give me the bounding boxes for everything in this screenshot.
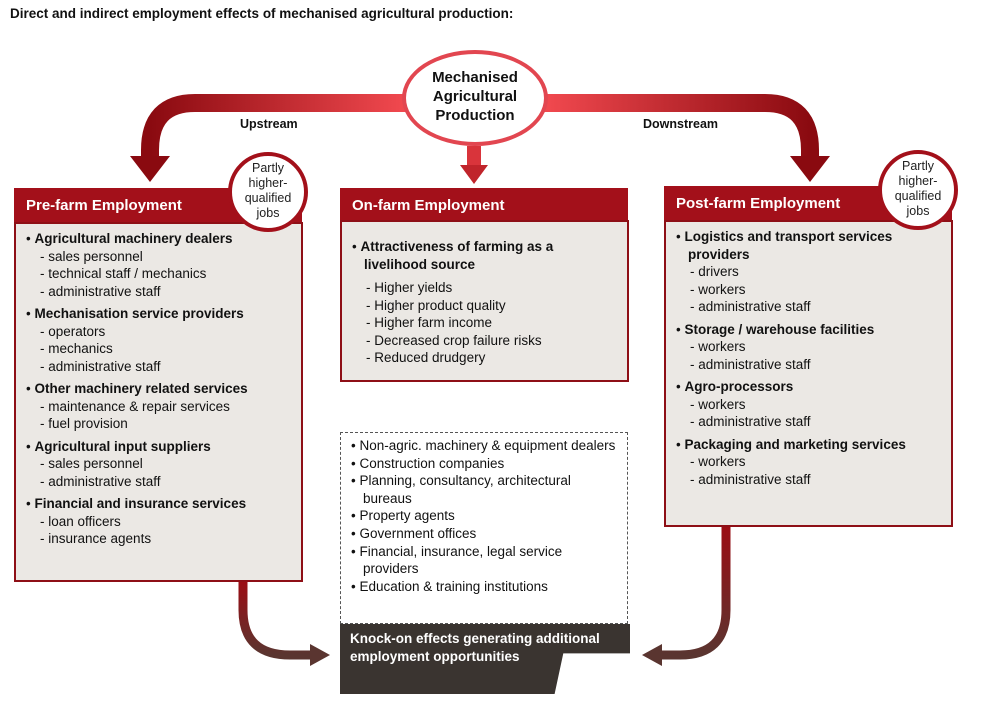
knockon-left-arrow — [238, 582, 312, 660]
category-heading: Agro-processors — [676, 378, 943, 396]
center-line: Production — [435, 107, 515, 124]
job-item: insurance agents — [26, 530, 293, 548]
category-group: Storage / warehouse facilitiesworkersadm… — [676, 321, 943, 374]
category-group: Mechanisation service providersoperators… — [26, 305, 293, 375]
center-line: Mechanised — [432, 69, 518, 86]
badge-line: Partly — [252, 161, 284, 175]
job-item: administrative staff — [676, 298, 943, 316]
category-heading: Other machinery related services — [26, 380, 293, 398]
job-item: administrative staff — [676, 471, 943, 489]
knockon-right-arrow — [660, 527, 731, 660]
upstream-arrow — [141, 94, 410, 158]
center-line: Agricultural — [432, 88, 518, 105]
job-item: Decreased crop failure risks — [352, 332, 619, 350]
job-item: administrative staff — [26, 358, 293, 376]
knockon-item: Government offices — [351, 525, 621, 543]
job-item: fuel provision — [26, 415, 293, 433]
knockon-list: Non-agric. machinery & equipment dealers… — [340, 432, 628, 624]
job-item: Higher product quality — [352, 297, 619, 315]
postfarm-box: Logistics and transport services provide… — [664, 220, 953, 527]
badge-line: qualified — [244, 191, 292, 205]
category-group: Agro-processorsworkersadministrative sta… — [676, 378, 943, 431]
category-group: Other machinery related servicesmaintena… — [26, 380, 293, 433]
onfarm-arrow — [467, 146, 481, 166]
mechanised-production-node: Mechanised Agricultural Production — [402, 50, 548, 146]
badge-line: qualified — [894, 189, 942, 203]
job-item: Reduced drudgery — [352, 349, 619, 367]
badge-line: jobs — [906, 204, 930, 218]
job-item: maintenance & repair services — [26, 398, 293, 416]
downstream-arrow — [540, 94, 819, 158]
prefarm-box: Agricultural machinery dealerssales pers… — [14, 222, 303, 582]
knockon-item: Construction companies — [351, 455, 621, 473]
job-item: loan officers — [26, 513, 293, 531]
job-item: workers — [676, 338, 943, 356]
job-item: sales personnel — [26, 248, 293, 266]
category-heading: Logistics and transport services provide… — [676, 228, 943, 263]
category-heading: Mechanisation service providers — [26, 305, 293, 323]
category-group: Agricultural input supplierssales person… — [26, 438, 293, 491]
category-heading: Financial and insurance services — [26, 495, 293, 513]
category-heading: Attractiveness of farming as a livelihoo… — [352, 238, 619, 273]
job-item: operators — [26, 323, 293, 341]
knockon-item: Financial, insurance, legal service prov… — [351, 543, 621, 578]
category-heading: Packaging and marketing services — [676, 436, 943, 454]
badge-line: higher- — [248, 176, 288, 190]
category-group: Logistics and transport services provide… — [676, 228, 943, 316]
job-item: workers — [676, 281, 943, 299]
category-group: Attractiveness of farming as a livelihoo… — [352, 238, 619, 367]
job-item: workers — [676, 453, 943, 471]
job-item: workers — [676, 396, 943, 414]
job-item: administrative staff — [676, 356, 943, 374]
diagram-title: Direct and indirect employment effects o… — [10, 6, 514, 21]
job-item: Higher yields — [352, 279, 619, 297]
category-group: Financial and insurance servicesloan off… — [26, 495, 293, 548]
category-heading: Storage / warehouse facilities — [676, 321, 943, 339]
category-heading: Agricultural machinery dealers — [26, 230, 293, 248]
onfarm-header: On-farm Employment — [340, 188, 628, 222]
job-item: administrative staff — [26, 473, 293, 491]
onfarm-box: Attractiveness of farming as a livelihoo… — [340, 220, 629, 382]
job-item: sales personnel — [26, 455, 293, 473]
job-item: administrative staff — [26, 283, 293, 301]
upstream-label: Upstream — [240, 117, 298, 131]
category-group: Packaging and marketing servicesworkersa… — [676, 436, 943, 489]
job-item: Higher farm income — [352, 314, 619, 332]
job-item: administrative staff — [676, 413, 943, 431]
knockon-item: Non-agric. machinery & equipment dealers — [351, 437, 621, 455]
job-item: drivers — [676, 263, 943, 281]
knockon-item: Property agents — [351, 507, 621, 525]
downstream-label: Downstream — [643, 117, 719, 131]
job-item: technical staff / mechanics — [26, 265, 293, 283]
knockon-item: Education & training institutions — [351, 578, 621, 596]
knockon-item: Planning, consultancy, architectural bur… — [351, 472, 621, 507]
category-group: Agricultural machinery dealerssales pers… — [26, 230, 293, 300]
badge-line: jobs — [256, 206, 280, 220]
badge-line: Partly — [902, 159, 934, 173]
job-item: mechanics — [26, 340, 293, 358]
category-heading: Agricultural input suppliers — [26, 438, 293, 456]
badge-line: higher- — [898, 174, 938, 188]
